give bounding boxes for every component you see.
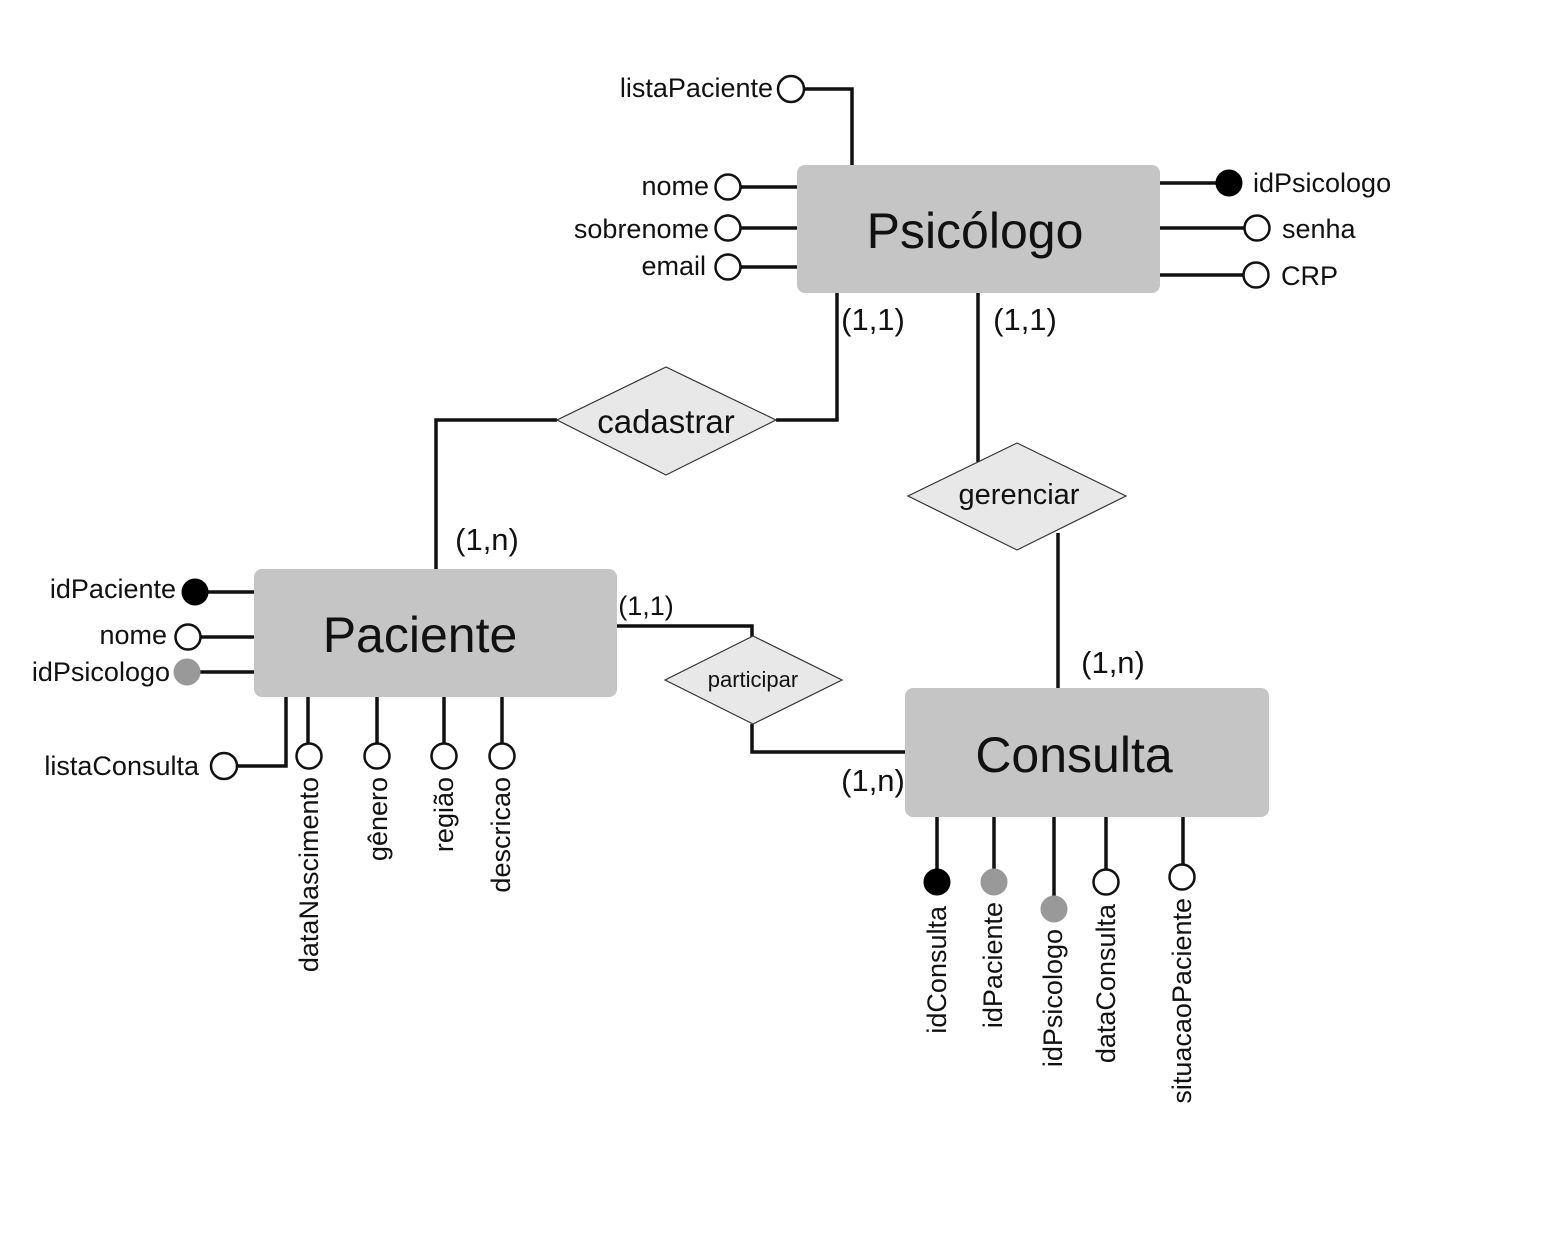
relationship-participar-label: participar [708,667,798,692]
attribute-marker-listaconsulta [209,751,239,781]
foreign-key-marker-idpsicologo [173,658,201,686]
key-attribute-marker-idpaciente [181,578,209,606]
attribute-paciente-genero: gênero [363,777,393,861]
attribute-psicologo-email: email [641,251,706,281]
relationship-gerenciar-label: gerenciar [959,479,1080,511]
relationship-participar: participar [663,635,844,725]
attribute-paciente-descricao: descricao [486,777,516,893]
line-psicologo-cadastrar [776,292,839,422]
foreign-key-marker-idpaciente [980,868,1008,896]
relationship-cadastrar: cadastrar [555,366,778,476]
key-attribute-marker-idpsicologo [1215,169,1243,197]
relationship-gerenciar: gerenciar [906,442,1128,551]
attribute-psicologo-sobrenome: sobrenome [574,214,709,244]
entity-consulta-label: Consulta [975,727,1173,783]
paciente-attributes: idPaciente nome idPsicologo listaConsult… [32,574,516,972]
attribute-paciente-idpaciente: idPaciente [50,574,176,604]
attribute-marker-descricao [488,742,516,770]
attribute-paciente-datanascimento: dataNascimento [294,777,324,972]
cardinality-gerenciar-psicologo: (1,1) [993,302,1057,337]
attribute-marker-email [714,253,742,281]
attribute-consulta-idpaciente: idPaciente [978,902,1008,1028]
entity-paciente-label: Paciente [323,607,518,663]
attribute-consulta-idpsicologo: idPsicologo [1038,929,1068,1067]
line-paciente-participar [616,624,754,638]
line-psicologo-listapaciente [805,87,854,166]
cardinality-participar-paciente: (1,1) [618,591,674,621]
attribute-marker-listapaciente [776,74,806,104]
attribute-paciente-idpsicologo: idPsicologo [32,657,170,687]
attribute-marker-crp [1242,261,1270,289]
line-paciente-listaconsulta [238,695,288,768]
key-attribute-marker-idconsulta [923,868,951,896]
attribute-paciente-nome: nome [99,620,167,650]
attribute-psicologo-nome: nome [641,171,709,201]
attribute-marker-datanascimento [295,742,323,770]
cardinalities: (1,1) (1,1) (1,n) (1,1) (1,n) (1,n) [455,302,1145,798]
attribute-paciente-regiao: região [429,777,459,852]
line-participar-consulta [750,724,907,754]
cardinality-gerenciar-consulta: (1,n) [1081,645,1145,680]
entity-psicologo-label: Psicólogo [867,203,1084,259]
attribute-paciente-listaconsulta: listaConsulta [44,751,200,781]
attribute-psicologo-crp: CRP [1281,261,1338,291]
attribute-consulta-situacaopaciente: situacaoPaciente [1167,898,1197,1104]
attribute-marker-genero [363,742,391,770]
attribute-marker-dataconsulta [1092,868,1120,896]
connector-lines [200,87,1244,896]
attribute-marker-nome [714,173,742,201]
attribute-marker-senha [1243,214,1271,242]
attribute-psicologo-senha: senha [1282,214,1357,244]
psicologo-attributes: listaPaciente nome sobrenome email idPsi… [574,73,1391,291]
line-cadastrar-paciente [434,418,557,570]
attribute-marker-nome [174,623,202,651]
attribute-marker-sobrenome [714,214,742,242]
cardinality-cadastrar-paciente: (1,n) [455,522,519,557]
entity-consulta: Consulta [905,688,1269,817]
entity-psicologo: Psicólogo [797,165,1160,293]
entity-paciente: Paciente [254,569,617,697]
attribute-psicologo-listapaciente: listaPaciente [620,73,773,103]
attribute-consulta-dataconsulta: dataConsulta [1091,903,1121,1063]
attribute-consulta-idconsulta: idConsulta [922,905,952,1034]
attribute-marker-regiao [430,742,458,770]
cardinality-participar-consulta: (1,n) [841,763,905,798]
foreign-key-marker-idpsicologo [1040,895,1068,923]
attribute-psicologo-idpsicologo: idPsicologo [1253,168,1391,198]
relationship-cadastrar-label: cadastrar [597,403,735,440]
cardinality-cadastrar-psicologo: (1,1) [841,302,905,337]
attribute-marker-situacaopaciente [1168,863,1196,891]
consulta-attributes: idConsulta idPaciente idPsicologo dataCo… [922,863,1197,1104]
